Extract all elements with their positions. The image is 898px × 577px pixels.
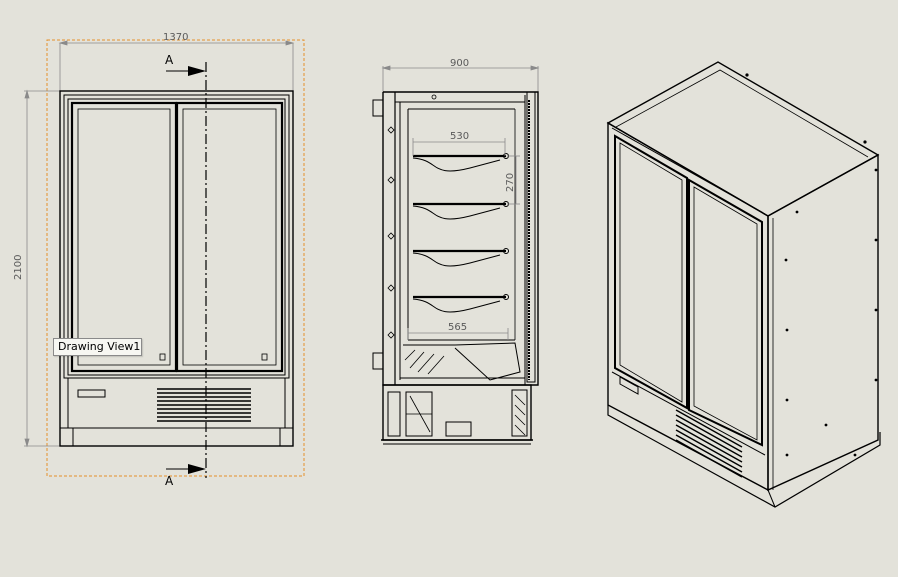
- shelf-top-dimension: [412, 138, 506, 156]
- shelf-3: [412, 248, 509, 267]
- drawing-view-tooltip: Drawing View1: [53, 338, 142, 356]
- shelf-spacing-dimension-value: 270: [505, 173, 516, 192]
- iso-right-face: [767, 153, 879, 492]
- iso-right-door: [688, 178, 763, 447]
- shelf-bottom-dimension-value: 565: [448, 322, 467, 333]
- height-dimension: [24, 89, 60, 448]
- section-label-bottom: A: [165, 474, 174, 488]
- section-cabinet: [372, 91, 539, 445]
- side-markers: [387, 94, 437, 339]
- view-selection-boundary: [46, 39, 305, 477]
- section-arrow-top: [166, 66, 206, 76]
- height-dimension-value: 2100: [13, 255, 24, 280]
- shelf-bottom-dimension: [407, 328, 509, 340]
- section-hatch: [404, 349, 526, 436]
- shelf-1: [412, 153, 509, 172]
- section-label-top: A: [165, 53, 174, 67]
- front-vent-grille: [157, 388, 251, 422]
- shelf-4: [412, 294, 509, 313]
- shelf-spacing-dimension: [507, 155, 520, 205]
- front-view[interactable]: 1370 2100: [13, 32, 305, 488]
- iso-fasteners: [745, 73, 878, 457]
- depth-dimension-value: 900: [450, 58, 469, 69]
- shelf-2: [412, 201, 509, 220]
- width-dimension-value: 1370: [163, 32, 188, 43]
- depth-dimension: [381, 65, 540, 92]
- iso-left-door: [614, 134, 688, 410]
- section-view[interactable]: 900: [372, 58, 540, 445]
- front-cabinet: [59, 90, 294, 447]
- shelf-top-dimension-value: 530: [450, 131, 469, 142]
- isometric-view[interactable]: [606, 61, 881, 508]
- section-arrow-bottom: [166, 464, 206, 474]
- iso-vent-grille: [675, 409, 743, 478]
- width-dimension: [58, 40, 295, 91]
